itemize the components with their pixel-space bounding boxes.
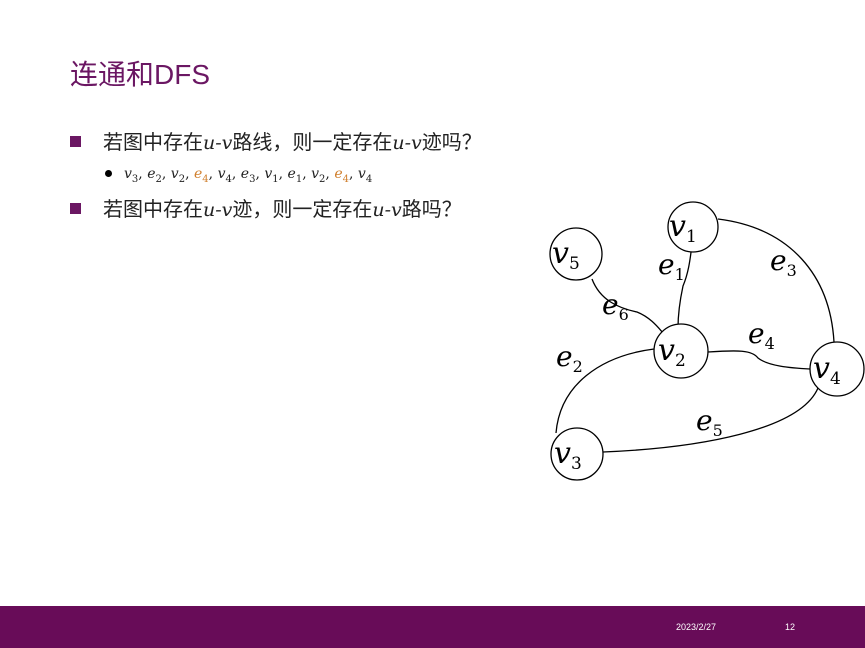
node-v5-circle: [549, 227, 603, 281]
node-v1-circle: [667, 201, 719, 253]
edge-e5-line: [602, 387, 819, 453]
bullet-1-mid: 路线，则一定存在: [232, 130, 393, 154]
edge-e6-label: e6: [602, 288, 629, 324]
edge-e3-line: [717, 218, 835, 343]
edge-e1-label: e1: [658, 248, 685, 284]
sequence-item: v4: [357, 166, 373, 185]
square-bullet-icon: [70, 136, 81, 147]
bullet-2-mid: 迹，则一定存在: [232, 197, 373, 221]
edge-e4-line: [707, 350, 811, 370]
node-v2-circle: [653, 323, 709, 379]
sequence-item: e3: [240, 166, 256, 185]
edge-e5-label: e5: [696, 404, 723, 440]
node-v4-circle: [809, 341, 865, 397]
edge-e2-label: e2: [556, 340, 583, 376]
bullet-1-var2: u-v: [392, 132, 422, 154]
bullet-1-prefix: 若图中存在: [103, 130, 203, 154]
node-v3-label: v3: [554, 436, 582, 474]
sequence-item: v2: [170, 166, 186, 185]
bullet-2-var: u-v: [203, 199, 233, 221]
round-bullet-icon: [105, 169, 112, 177]
example-walk-sequence: v3, e2, v2, e4, v4, e3, v1, e1, v2, e4, …: [105, 164, 373, 185]
bullet-question-1: 若图中存在u-v路线，则一定存在u-v迹吗？: [70, 129, 482, 155]
sequence-item: v1: [264, 166, 279, 185]
sequence-item: e2: [147, 166, 162, 185]
bullet-2-var2: u-v: [372, 199, 402, 221]
sequence-item: e4: [193, 166, 209, 185]
sequence-items: v3, e2, v2, e4, v4, e3, v1, e1, v2, e4, …: [124, 166, 373, 185]
sequence-item: v2: [311, 166, 326, 185]
node-v2-label: v2: [658, 333, 686, 371]
title-latin: DFS: [154, 59, 211, 90]
edge-e3-label: e3: [770, 244, 797, 280]
node-v3-circle: [550, 427, 604, 481]
sequence-item: v3: [124, 166, 139, 185]
node-v1-label: v1: [669, 209, 697, 247]
title-chinese: 连通和: [70, 58, 155, 91]
bullet-question-2: 若图中存在u-v迹，则一定存在u-v路吗？: [70, 196, 462, 222]
square-bullet-icon: [70, 203, 81, 214]
slide-title: 连通和DFS: [70, 55, 210, 95]
sequence-item: v4: [217, 166, 232, 185]
footer-date: 2023/2/27: [676, 622, 717, 632]
bullet-1-var: u-v: [203, 132, 233, 154]
sequence-item: e1: [287, 166, 303, 185]
edge-e1-line: [677, 243, 693, 329]
node-v4-label: v4: [813, 351, 841, 389]
edge-e4-label: e4: [748, 317, 775, 353]
page-number: 12: [785, 622, 796, 632]
node-v5-label: v5: [552, 236, 580, 274]
bullet-2-prefix: 若图中存在: [103, 197, 203, 221]
sequence-item: e4: [334, 166, 349, 185]
bullet-2-suffix: 路吗？: [401, 197, 462, 221]
edge-e6-line: [591, 278, 665, 335]
bullet-1-suffix: 迹吗？: [421, 130, 482, 154]
footer-bar: 2023/2/27 12: [0, 606, 865, 648]
edge-e2-line: [555, 348, 655, 434]
